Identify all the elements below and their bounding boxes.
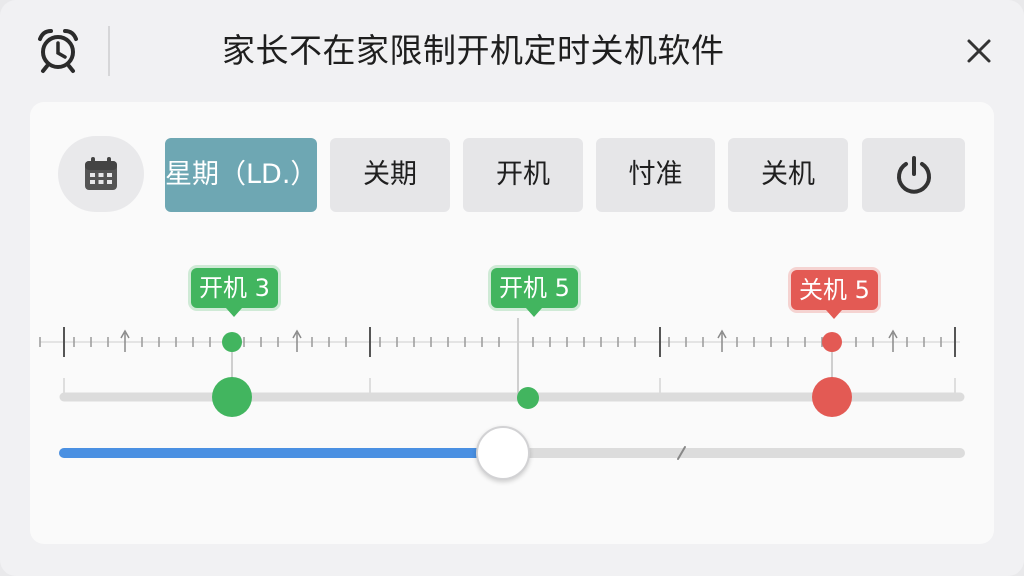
power-on-marker-label[interactable]: 开机 5 <box>491 268 578 317</box>
ruler-dot-on <box>222 332 242 352</box>
shutdown-marker-label[interactable]: 关机 5 <box>791 270 878 319</box>
calendar-button[interactable] <box>58 136 144 212</box>
power-on-handle[interactable] <box>517 387 539 409</box>
tab-shutdown[interactable]: 关机 <box>728 138 848 212</box>
alarm-clock-icon <box>34 26 82 74</box>
tab-period[interactable]: 关期 <box>330 138 450 212</box>
arrow-tick-head <box>120 329 130 339</box>
ruler-dot-off <box>822 332 842 352</box>
calendar-icon <box>85 157 117 190</box>
slider-thumb[interactable] <box>476 426 531 480</box>
title-bar: 家长不在家限制开机定时关机软件 <box>0 0 1024 100</box>
title-divider <box>108 26 110 76</box>
close-icon <box>967 39 991 63</box>
shutdown-handle[interactable] <box>812 377 852 417</box>
power-icon <box>896 156 931 194</box>
tab-calibrate[interactable]: 忖准 <box>596 138 715 212</box>
tab-weekday[interactable]: 星期（LD.） <box>165 138 317 212</box>
power-on-handle[interactable] <box>212 377 252 417</box>
arrow-tick-head <box>292 329 302 339</box>
window-title: 家长不在家限制开机定时关机软件 <box>222 31 725 70</box>
arrow-tick-head <box>888 329 898 339</box>
slider-mark <box>677 446 686 460</box>
tab-power-on[interactable]: 开机 <box>463 138 583 212</box>
power-button[interactable] <box>862 138 965 212</box>
power-on-marker-label[interactable]: 开机 3 <box>191 268 278 317</box>
arrow-tick-head <box>717 329 727 339</box>
close-button[interactable] <box>958 30 1000 72</box>
